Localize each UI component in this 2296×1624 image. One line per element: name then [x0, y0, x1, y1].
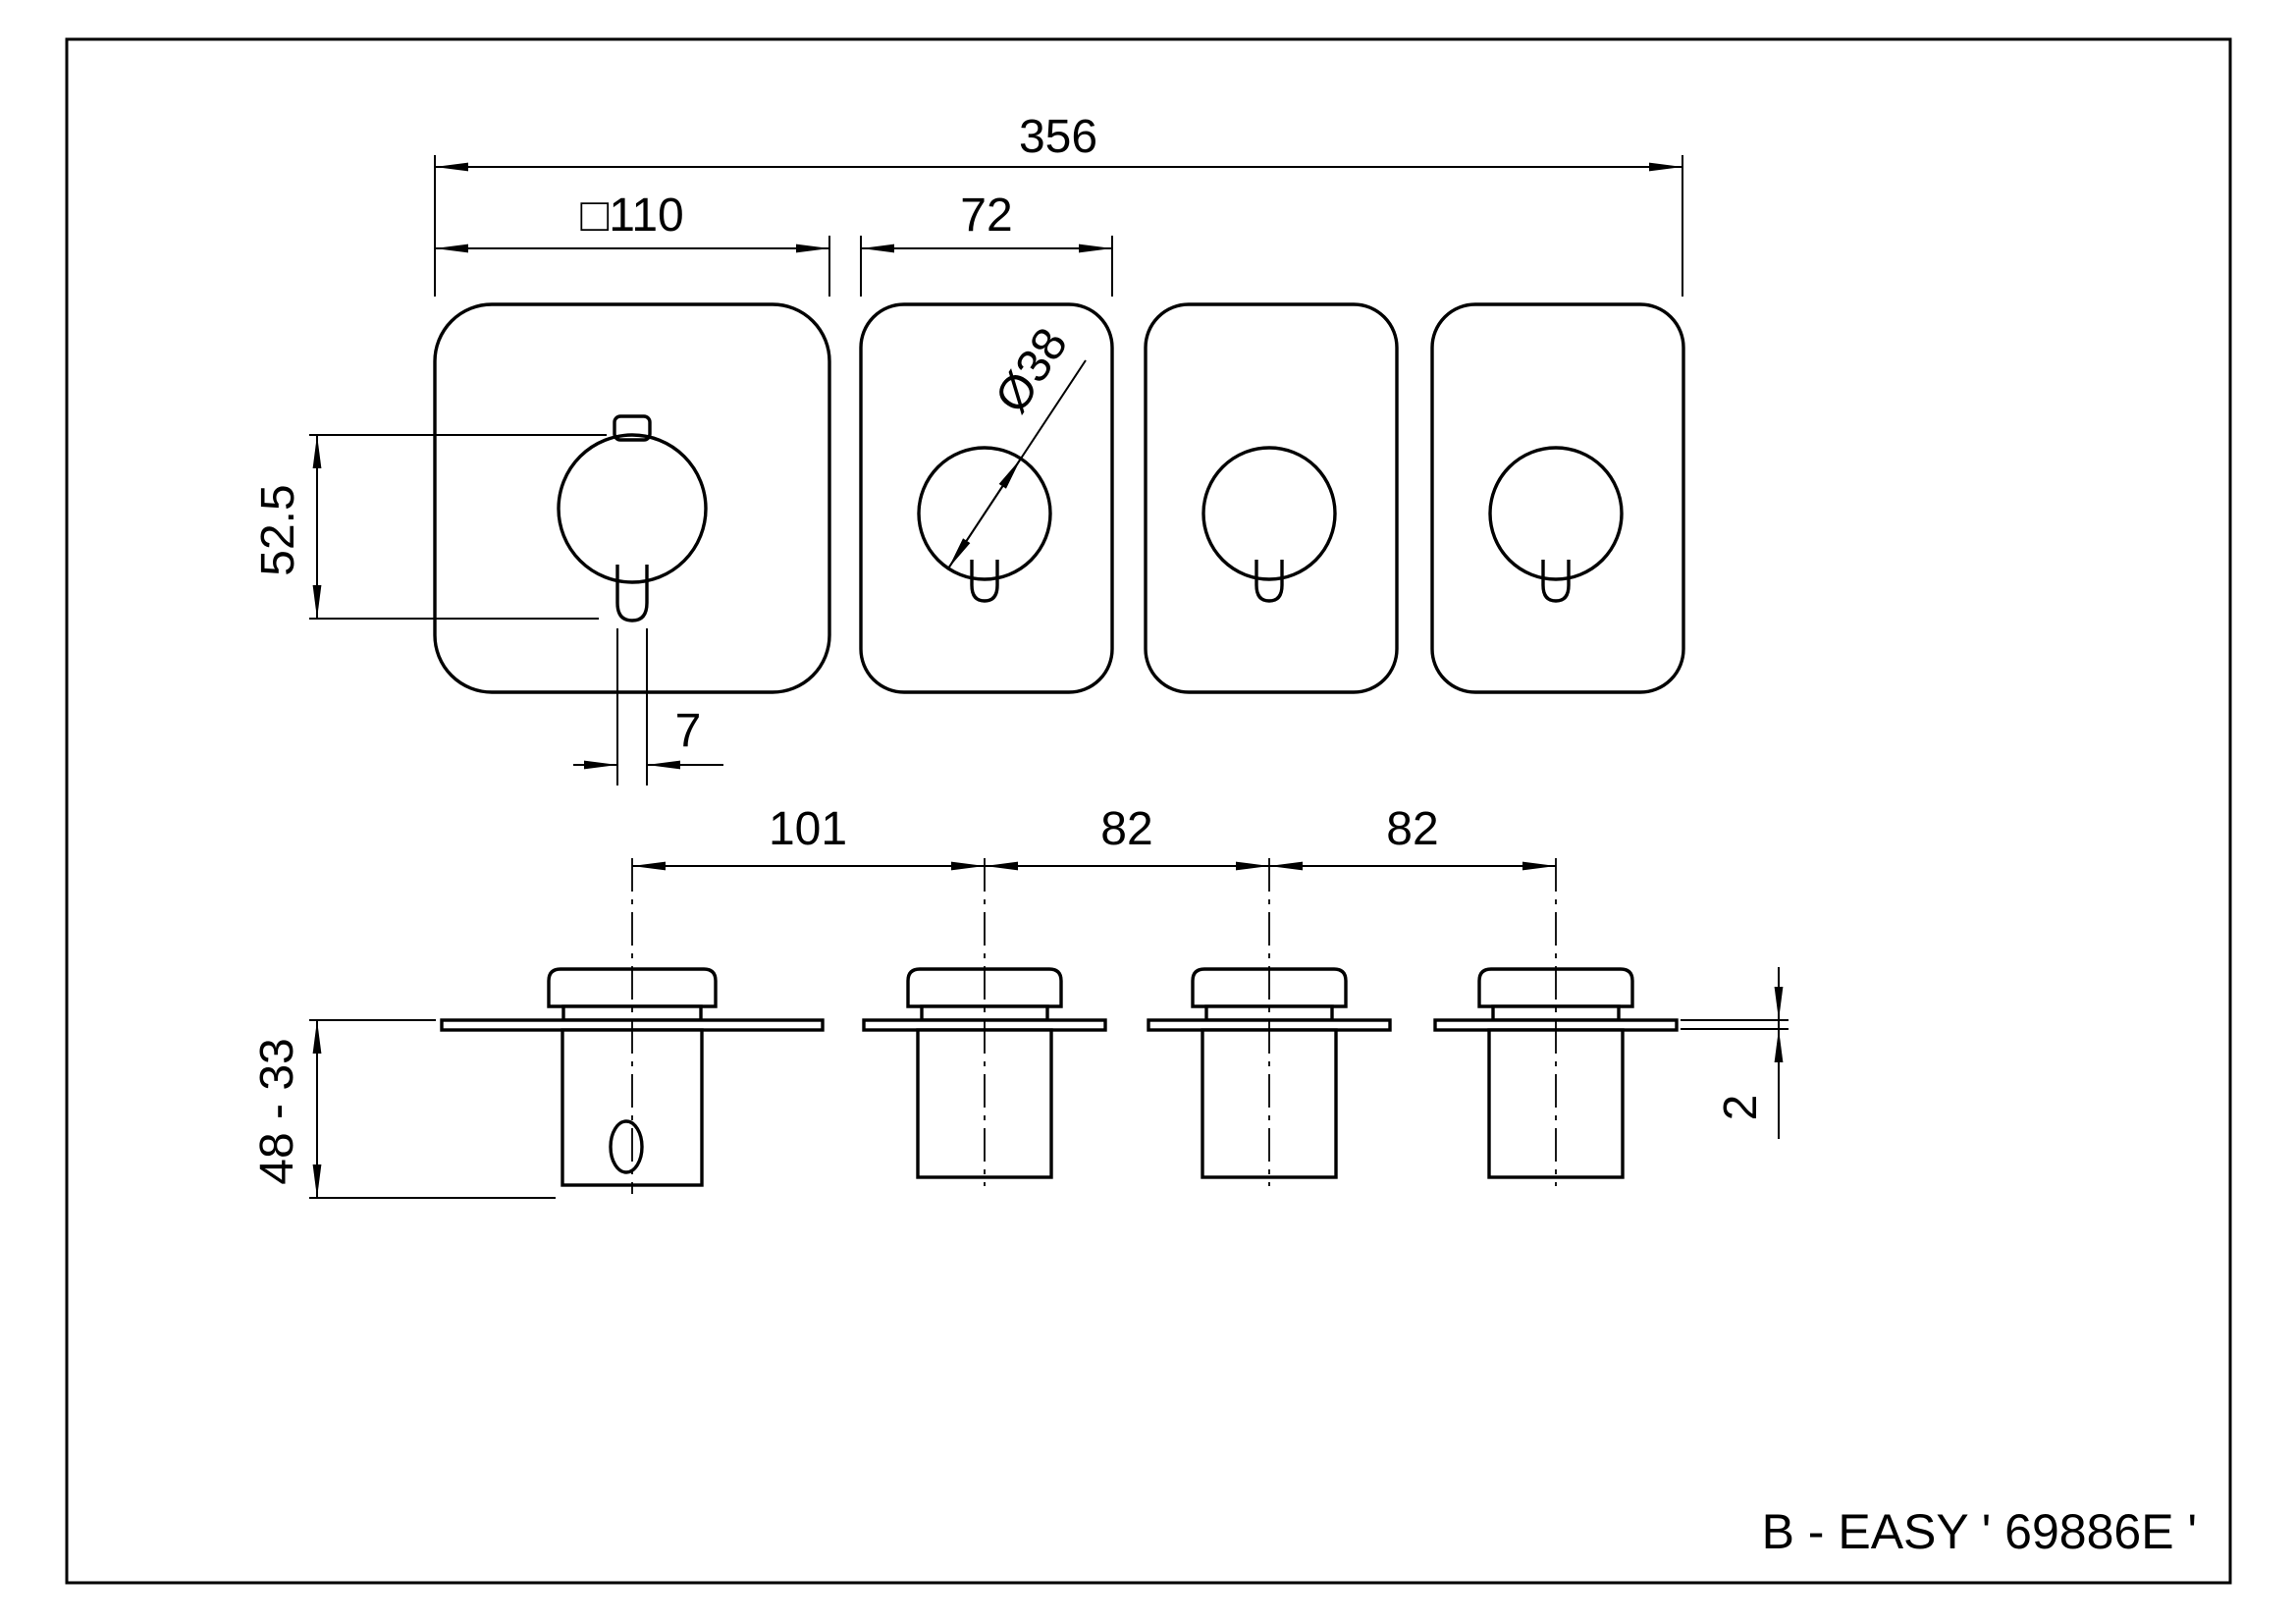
dim-thickness-label: 2 — [1715, 1095, 1767, 1121]
dim-depth-label: 48 - 33 — [251, 1038, 303, 1184]
side-view: 101 82 82 48 - 33 2 — [251, 803, 1789, 1199]
dim-spacing2-label: 82 — [1100, 803, 1152, 855]
handle-2 — [917, 446, 1052, 603]
product-code-text: B - EASY ' 69886E ' — [1762, 1504, 2197, 1559]
dim-overall-label: 356 — [1019, 111, 1097, 163]
front-view: 356 □110 72 Ø38 52.5 — [252, 111, 1685, 785]
section-3 — [1147, 858, 1392, 1186]
plate-2 — [859, 302, 1114, 694]
section-2 — [862, 858, 1107, 1186]
dim-plate1-label: □110 — [580, 189, 684, 242]
section-1 — [440, 858, 825, 1194]
dim-spacing3-label: 82 — [1386, 803, 1438, 855]
dim-plate-thickness: 2 — [1681, 967, 1789, 1139]
section-4 — [1433, 858, 1679, 1186]
sheet-border — [65, 37, 2232, 1585]
handle-4 — [1488, 446, 1624, 603]
dim-spacing-chain: 101 82 82 — [632, 803, 1556, 871]
dim-lever-label: 7 — [675, 705, 702, 757]
section-1-setscrew — [609, 1119, 644, 1174]
dim-overall-width: 356 — [434, 111, 1683, 297]
plate-4 — [1430, 302, 1685, 694]
dim-plate1-width: □110 — [435, 189, 830, 297]
handle-1-lever — [615, 565, 649, 623]
dim-handle-height: 52.5 — [252, 434, 607, 620]
handle-4-knob — [1488, 446, 1624, 581]
dim-height-label: 52.5 — [252, 484, 304, 575]
plate-1 — [433, 302, 831, 694]
dim-spacing1-label: 101 — [769, 803, 847, 855]
dim-plate2-label: 72 — [960, 189, 1012, 242]
dim-plate2-width: 72 — [860, 189, 1113, 297]
plate-3 — [1144, 302, 1399, 694]
handle-3-knob — [1201, 446, 1337, 581]
dim-lever-width: 7 — [573, 628, 723, 785]
handle-1 — [557, 414, 708, 623]
handle-1-knob — [557, 433, 708, 584]
handle-3 — [1201, 446, 1337, 603]
dim-depth-range: 48 - 33 — [251, 1019, 556, 1199]
handle-2-knob — [917, 446, 1052, 581]
